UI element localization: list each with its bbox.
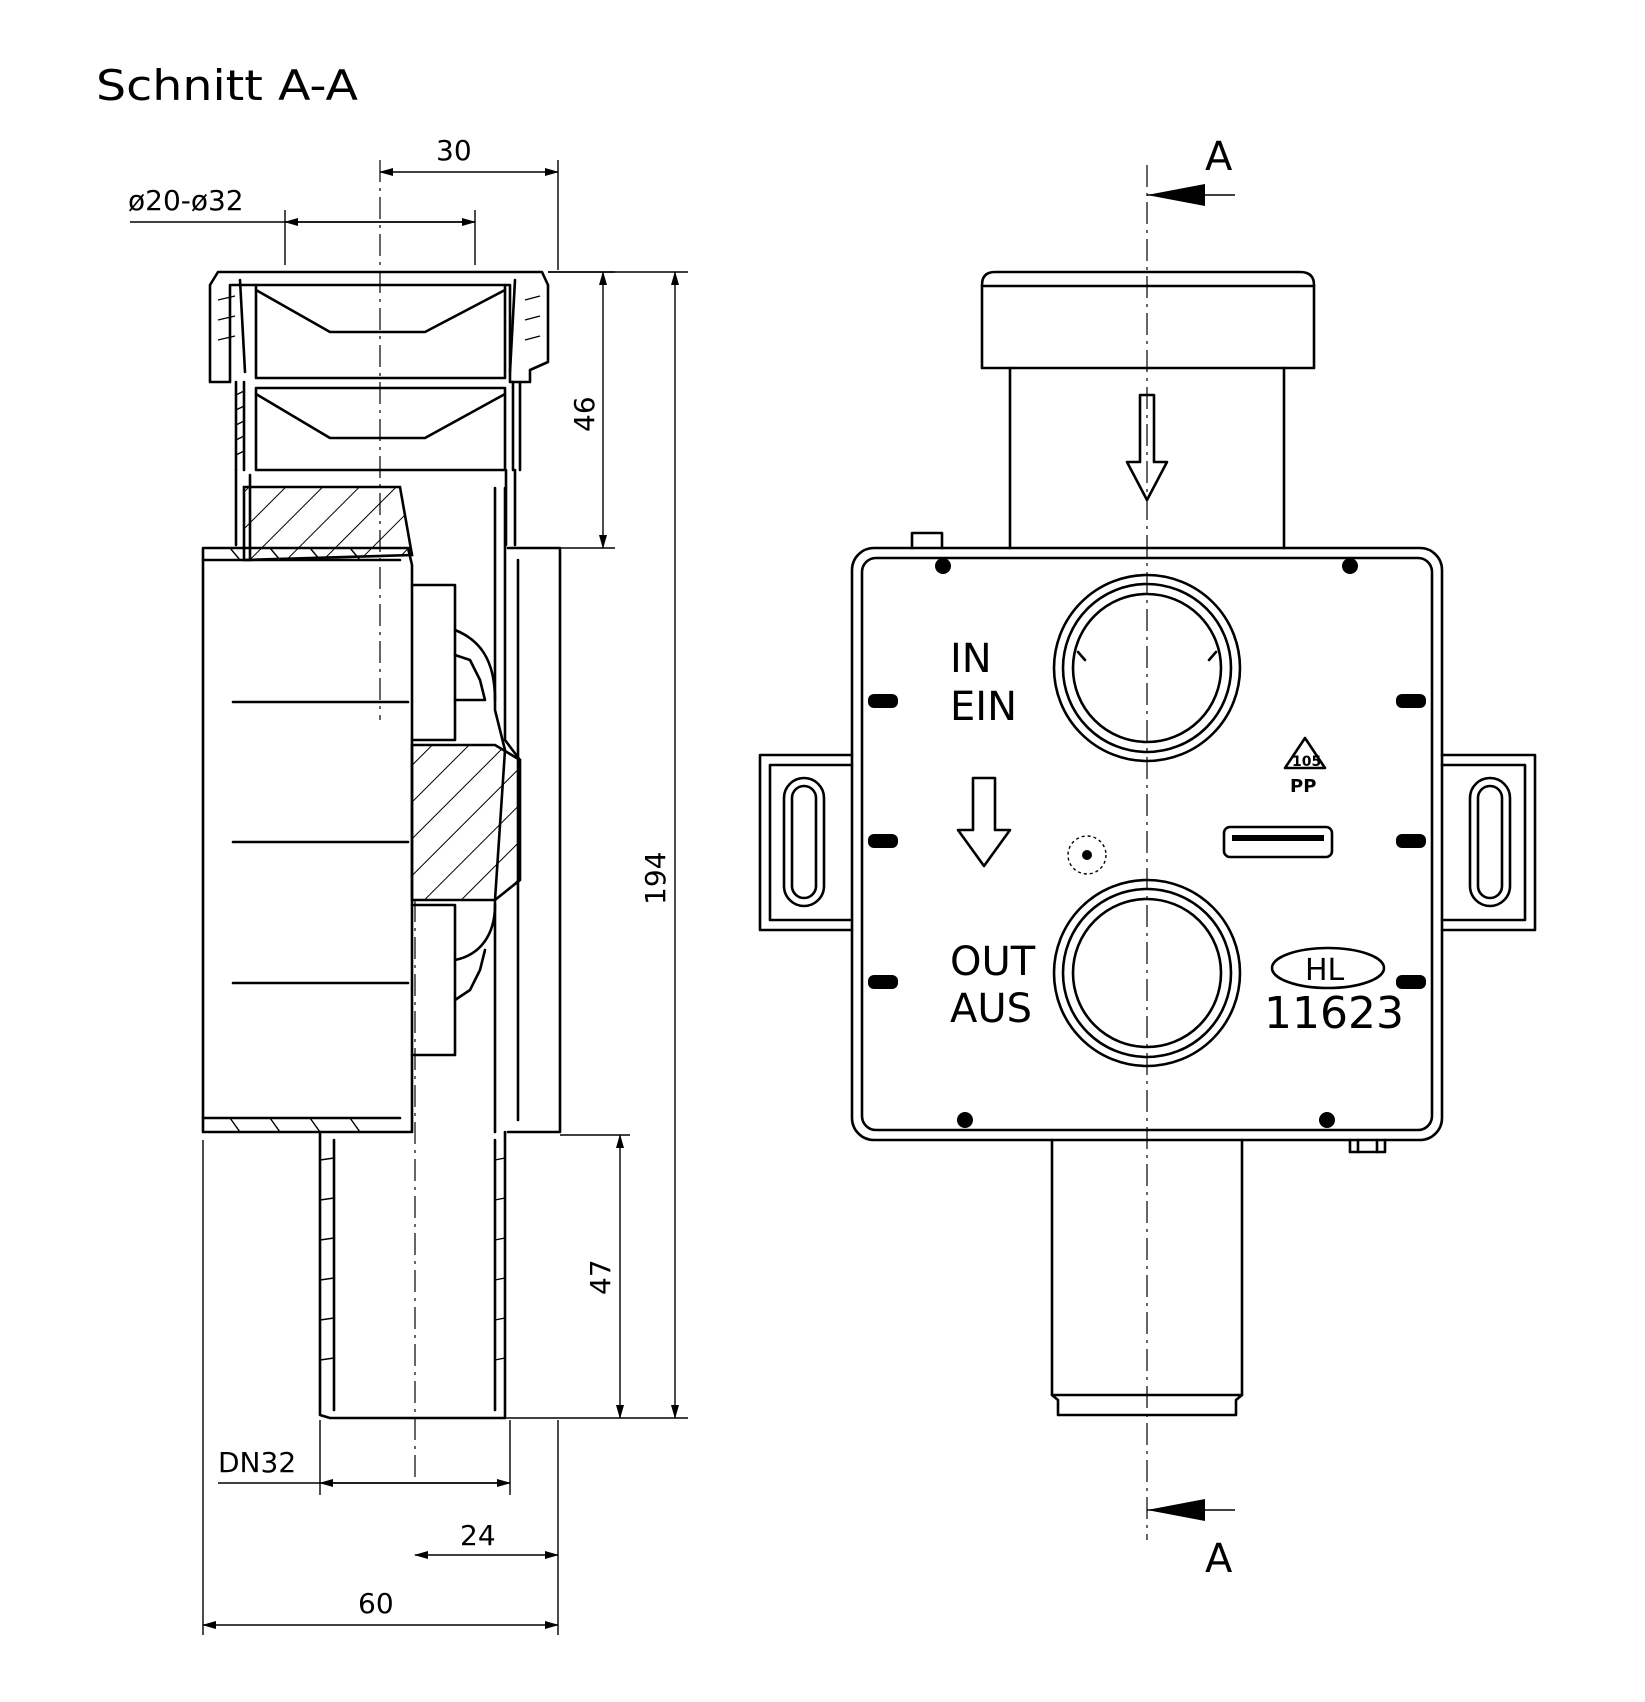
brand-label: HL <box>1305 953 1345 988</box>
recycle-code: 105 <box>1292 754 1321 770</box>
inlet-label-de: EIN <box>950 684 1017 730</box>
brand-logo <box>1270 946 1386 990</box>
dim-dn32: DN32 <box>218 1446 296 1479</box>
dim-47: 47 <box>584 1259 617 1295</box>
dim-24: 24 <box>460 1519 496 1552</box>
section-mark-top: A <box>1205 134 1233 180</box>
recycle-icon: 105 PP <box>1283 736 1327 797</box>
section-title: Schnitt A-A <box>96 61 358 110</box>
dim-60: 60 <box>358 1587 394 1620</box>
dim-194: 194 <box>639 852 672 905</box>
section-view <box>201 160 562 1480</box>
dim-diameter-range: ø20-ø32 <box>128 184 244 217</box>
section-mark-bottom: A <box>1205 1536 1233 1582</box>
outlet-label-en: OUT <box>950 939 1036 985</box>
inlet-label-en: IN <box>950 636 992 682</box>
side-notches <box>868 694 1426 989</box>
material-code: PP <box>1290 776 1316 797</box>
dimension-lines: 30 ø20-ø32 46 194 47 DN32 24 60 <box>128 134 688 1635</box>
part-number: 11623 <box>1264 988 1404 1039</box>
dim-30: 30 <box>436 134 472 167</box>
dim-46: 46 <box>568 396 601 432</box>
front-view: A A <box>758 134 1537 1582</box>
outlet-label-de: AUS <box>950 986 1032 1032</box>
